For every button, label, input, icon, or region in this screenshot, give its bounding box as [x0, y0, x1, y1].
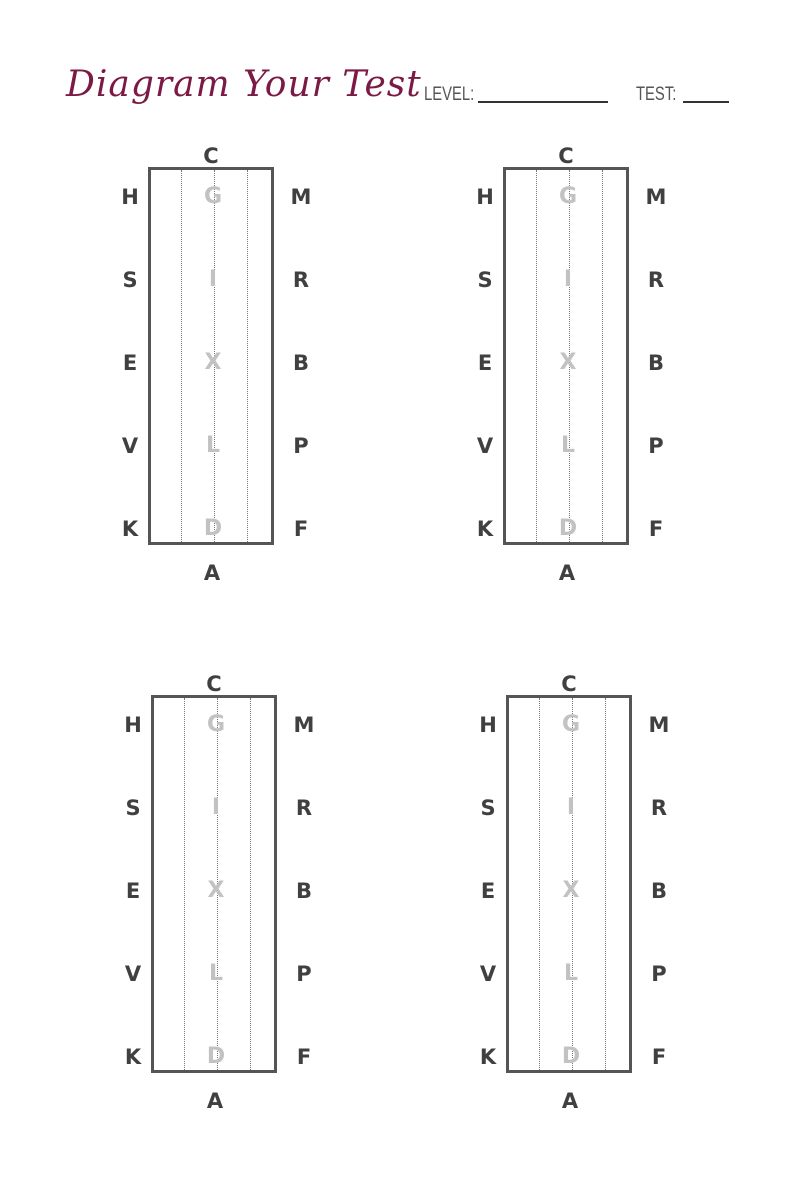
marker-bottom: A: [561, 1089, 579, 1113]
marker-right: B: [292, 351, 309, 375]
marker-center: D: [561, 1044, 581, 1069]
marker-right: R: [295, 796, 313, 820]
marker-right: F: [651, 1045, 667, 1069]
marker-left: K: [476, 517, 494, 541]
marker-left: V: [476, 434, 494, 458]
marker-left: K: [121, 517, 139, 541]
marker-bottom: A: [558, 561, 576, 585]
marker-right: P: [651, 962, 667, 986]
quarter-line: [605, 698, 606, 1070]
marker-right: M: [645, 185, 667, 209]
marker-left: E: [122, 351, 138, 375]
marker-center: L: [560, 433, 576, 458]
marker-center: G: [561, 712, 581, 737]
marker-right: R: [647, 268, 665, 292]
marker-left: E: [477, 351, 493, 375]
marker-right: P: [648, 434, 664, 458]
marker-right: P: [293, 434, 309, 458]
test-line[interactable]: [683, 101, 729, 103]
marker-center: L: [205, 433, 221, 458]
marker-left: S: [125, 796, 141, 820]
marker-center: I: [208, 267, 218, 292]
marker-bottom: A: [203, 561, 221, 585]
marker-right: F: [648, 517, 664, 541]
marker-right: M: [648, 713, 670, 737]
marker-left: E: [125, 879, 141, 903]
marker-left: S: [480, 796, 496, 820]
marker-center: I: [563, 267, 573, 292]
marker-left: H: [479, 713, 497, 737]
marker-left: H: [476, 185, 494, 209]
marker-right: R: [650, 796, 668, 820]
marker-left: K: [479, 1045, 497, 1069]
marker-center: G: [203, 184, 223, 209]
quarter-line: [184, 698, 185, 1070]
marker-top: C: [203, 144, 219, 168]
marker-top: C: [206, 672, 222, 696]
marker-right: B: [647, 351, 664, 375]
quarter-line: [569, 170, 570, 542]
dressage-arena[interactable]: C A H M G S R I E B X V P L K F D: [112, 144, 412, 588]
marker-left: S: [122, 268, 138, 292]
marker-left: E: [480, 879, 496, 903]
dressage-arena[interactable]: C A H M G S R I E B X V P L K F D: [115, 672, 415, 1116]
marker-center: G: [558, 184, 578, 209]
marker-bottom: A: [206, 1089, 224, 1113]
marker-left: V: [479, 962, 497, 986]
marker-right: B: [650, 879, 667, 903]
marker-center: I: [566, 795, 576, 820]
marker-left: V: [124, 962, 142, 986]
dressage-arena[interactable]: C A H M G S R I E B X V P L K F D: [470, 672, 770, 1116]
marker-center: X: [204, 350, 222, 375]
dressage-arena[interactable]: C A H M G S R I E B X V P L K F D: [467, 144, 767, 588]
arena-outline: [506, 695, 632, 1073]
marker-right: M: [293, 713, 315, 737]
quarter-line: [247, 170, 248, 542]
marker-left: V: [121, 434, 139, 458]
marker-left: S: [477, 268, 493, 292]
marker-left: H: [124, 713, 142, 737]
marker-center: I: [211, 795, 221, 820]
quarter-line: [250, 698, 251, 1070]
level-line[interactable]: [478, 101, 608, 103]
quarter-line: [181, 170, 182, 542]
quarter-line: [214, 170, 215, 542]
arena-outline: [148, 167, 274, 545]
marker-center: X: [562, 878, 580, 903]
arena-outline: [503, 167, 629, 545]
marker-right: B: [295, 879, 312, 903]
quarter-line: [536, 170, 537, 542]
marker-right: P: [296, 962, 312, 986]
marker-right: R: [292, 268, 310, 292]
marker-center: D: [558, 516, 578, 541]
marker-right: M: [290, 185, 312, 209]
marker-center: L: [563, 961, 579, 986]
marker-right: F: [296, 1045, 312, 1069]
marker-top: C: [558, 144, 574, 168]
quarter-line: [539, 698, 540, 1070]
marker-center: D: [206, 1044, 226, 1069]
quarter-line: [602, 170, 603, 542]
marker-left: H: [121, 185, 139, 209]
marker-center: L: [208, 961, 224, 986]
quarter-line: [217, 698, 218, 1070]
marker-center: D: [203, 516, 223, 541]
marker-right: F: [293, 517, 309, 541]
marker-left: K: [124, 1045, 142, 1069]
marker-center: G: [206, 712, 226, 737]
marker-center: X: [207, 878, 225, 903]
page-title: Diagram Your Test: [66, 64, 422, 105]
test-label: TEST:: [636, 84, 677, 105]
marker-center: X: [559, 350, 577, 375]
quarter-line: [572, 698, 573, 1070]
arena-outline: [151, 695, 277, 1073]
marker-top: C: [561, 672, 577, 696]
level-label: LEVEL:: [424, 84, 475, 105]
